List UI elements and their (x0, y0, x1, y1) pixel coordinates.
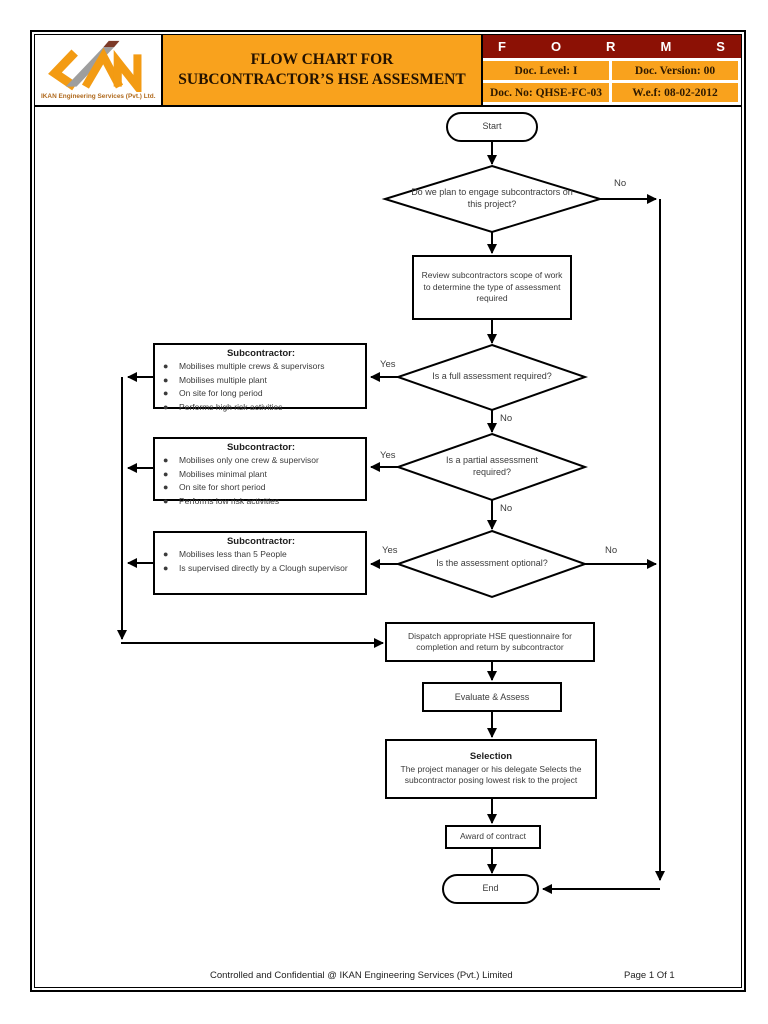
list-item: ●Mobilises only one crew & supervisor (163, 454, 359, 468)
selection-process: Selection The project manager or his del… (385, 739, 597, 799)
list-item: ●Mobilises multiple crews & supervisors (163, 360, 359, 374)
bullet-icon: ● (163, 482, 169, 492)
forms-grid: Doc. Level: I Doc. Version: 00 Doc. No: … (483, 58, 741, 105)
dispatch-questionnaire-process: Dispatch appropriate HSE questionnaire f… (385, 622, 595, 662)
selection-heading: Selection (469, 750, 513, 762)
bullet-icon: ● (163, 374, 169, 385)
box-heading: Subcontractor: (226, 442, 296, 453)
evaluate-assess-process: Evaluate & Assess (422, 682, 562, 712)
logo-cell: IKAN Engineering Services (Pvt.) Ltd. (35, 35, 163, 105)
selection-body: The project manager or his delegate Sele… (400, 763, 582, 786)
subcontractor-full-box: Subcontractor: ●Mobilises multiple crews… (153, 343, 367, 412)
partial-no-label: No (499, 503, 514, 514)
bullet-icon: ● (163, 468, 169, 479)
subcontractor-partial-box: Subcontractor: ●Mobilises only one crew … (153, 437, 367, 506)
document-title: FLOW CHART FOR SUBCONTRACTOR’S HSE ASSES… (163, 35, 483, 105)
doc-version-cell: Doc. Version: 00 (612, 61, 738, 80)
list-item: ●Mobilises less than 5 People (163, 548, 359, 562)
partial-assessment-label: Is a partial assessment required? (445, 455, 539, 477)
footer-confidentiality: Controlled and Confidential @ IKAN Engin… (210, 970, 513, 981)
logo-caption: IKAN Engineering Services (Pvt.) Ltd. (40, 93, 156, 100)
list-item: ●Mobilises minimal plant (163, 468, 359, 482)
title-line-2: SUBCONTRACTOR’S HSE ASSESMENT (178, 71, 466, 88)
page-inner-border: IKAN Engineering Services (Pvt.) Ltd. FL… (34, 34, 742, 988)
engage-no-label: No (613, 178, 628, 189)
partial-yes-label: Yes (379, 450, 397, 461)
document-header: IKAN Engineering Services (Pvt.) Ltd. FL… (35, 35, 741, 107)
optional-yes-label: Yes (381, 545, 399, 556)
decision-engage-label: Do we plan to engage subcontractors on t… (411, 187, 573, 209)
end-label: End (482, 883, 499, 894)
wef-cell: W.e.f: 08-02-2012 (612, 83, 738, 102)
full-yes-label: Yes (379, 359, 397, 370)
bullet-icon: ● (163, 401, 169, 412)
footer-page-number: Page 1 Of 1 (624, 970, 675, 981)
full-assessment-label: Is a full assessment required? (432, 371, 552, 382)
list-item: ●Is supervised directly by a Clough supe… (163, 562, 359, 576)
doc-level-cell: Doc. Level: I (483, 61, 609, 80)
award-contract-process: Award of contract (445, 825, 541, 849)
bullet-icon: ● (163, 455, 169, 465)
bullet-icon: ● (163, 495, 169, 506)
box-heading: Subcontractor: (226, 348, 296, 359)
list-item: ●Performs low risk activities (163, 495, 359, 509)
title-line-1: FLOW CHART FOR (250, 50, 394, 68)
list-item: ●On site for short period (163, 481, 359, 495)
doc-no-cell: Doc. No: QHSE-FC-03 (483, 83, 609, 102)
optional-no-label: No (604, 545, 619, 556)
review-scope-process: Review subcontractors scope of work to d… (412, 255, 572, 320)
list-item: ●On site for long period (163, 387, 359, 401)
page-frame: IKAN Engineering Services (Pvt.) Ltd. FL… (30, 30, 746, 992)
box-heading: Subcontractor: (226, 536, 296, 547)
forms-table: FORMS Doc. Level: I Doc. Version: 00 Doc… (483, 35, 741, 105)
bullet-icon: ● (163, 562, 169, 573)
forms-banner: FORMS (483, 35, 741, 58)
list-item: ●Mobilises multiple plant (163, 374, 359, 388)
subcontractor-optional-box: Subcontractor: ●Mobilises less than 5 Pe… (153, 531, 367, 595)
list-item: ●Performs high risk activities (163, 401, 359, 415)
full-no-label: No (499, 413, 514, 424)
bullet-icon: ● (163, 361, 169, 371)
bullet-icon: ● (163, 549, 169, 559)
assessment-optional-label: Is the assessment optional? (436, 558, 548, 569)
start-label: Start (482, 121, 502, 132)
ikan-logo-icon (48, 40, 142, 92)
bullet-icon: ● (163, 388, 169, 398)
